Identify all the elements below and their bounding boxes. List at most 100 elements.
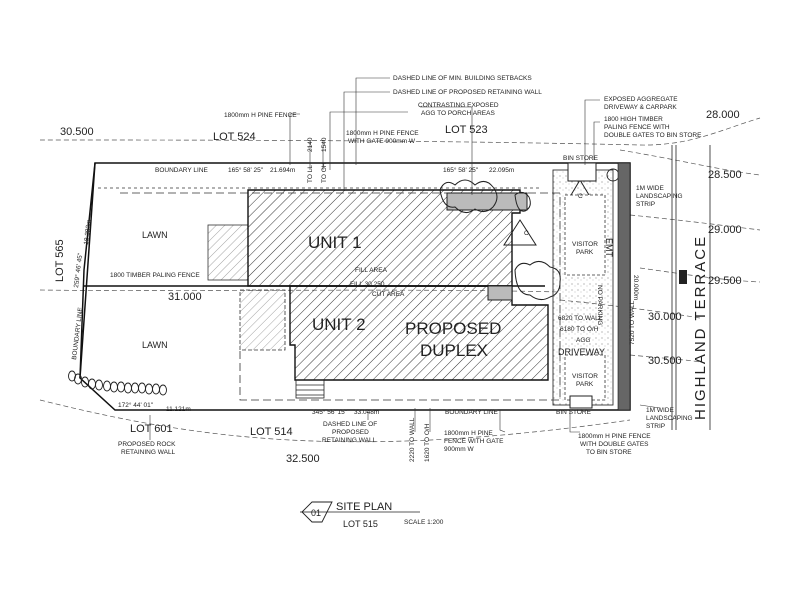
fill-level-label: FILL 30.250	[350, 281, 385, 288]
no-parking-label: NO PARKING	[596, 285, 603, 325]
wall-6820-label: 6820 TO WALL	[558, 315, 603, 322]
unit1-building	[247, 189, 521, 287]
pine-gate-b3: 900mm W	[444, 446, 474, 453]
duplex-label: DUPLEX	[420, 341, 488, 360]
dim-7520: 7520 TO WALL	[629, 300, 636, 345]
contour-31000: 31.000	[168, 291, 202, 303]
note-pine-gate-1: 1800mm H PINE FENCE	[346, 130, 419, 137]
rock-wall-1: PROPOSED ROCK	[118, 441, 176, 448]
contour-29500: 29.500	[708, 275, 742, 287]
note-timber-2: PALING FENCE WITH	[604, 124, 670, 131]
fill-area-label: FILL AREA	[355, 267, 388, 274]
pine-gate-b1: 1800mm H PINE	[444, 430, 493, 437]
rock-wall	[68, 370, 167, 396]
lot-565-label: LOT 565	[54, 239, 66, 282]
landscape-top-1: 1M WIDE	[636, 185, 664, 192]
dim-2220: 2220 TO WALL	[409, 417, 416, 462]
landscape-bottom-2: LANDSCAPING	[646, 415, 693, 422]
boundary-top-label: BOUNDARY LINE	[155, 167, 209, 174]
plan-scale: SCALE 1:200	[404, 519, 444, 526]
road-edges	[671, 145, 711, 430]
oh-6180-label: 6180 TO O/H	[560, 326, 599, 333]
bottom-wall-1: DASHED LINE OF	[323, 421, 377, 428]
lawn-lower-label: LAWN	[142, 340, 168, 350]
timber-fence-label: 1800 TIMBER PALING FENCE	[110, 272, 200, 279]
landscaping-strip	[617, 162, 631, 411]
lot-514-label: LOT 514	[250, 426, 293, 438]
pine-double-1: 1800mm H PINE FENCE	[578, 433, 651, 440]
road-pit	[679, 270, 687, 284]
landscape-top-3: STRIP	[636, 201, 655, 208]
boundary-bottom-label: BOUNDARY LINE	[445, 409, 499, 416]
plan-lot: LOT 515	[343, 519, 378, 529]
contour-28500: 28.500	[708, 169, 742, 181]
visitor-park-1-label: VISITOR	[572, 241, 598, 248]
dim-to-oh: TO OH	[321, 162, 328, 183]
lot-524-label: LOT 524	[213, 131, 256, 143]
note-setbacks: DASHED LINE OF MIN. BUILDING SETBACKS	[393, 75, 532, 82]
marker-c-2: C	[578, 193, 583, 200]
contour-28000: 28.000	[706, 109, 740, 121]
emt-label: EMT	[604, 238, 614, 258]
dim-1540: 1540	[321, 137, 328, 152]
note-contrast-2: AGG TO PORCH AREAS	[421, 110, 495, 117]
dim-to-ll: TO LL	[307, 165, 314, 183]
bin-store-bottom	[569, 395, 593, 409]
note-timber-1: 1800 HIGH TIMBER	[604, 116, 663, 123]
lot-523-label: LOT 523	[445, 124, 488, 136]
bearing-bottom: 345° 56' 15"	[312, 408, 348, 416]
pine-gate-b2: FENCE WITH GATE	[444, 438, 504, 445]
landscape-top-2: LANDSCAPING	[636, 193, 683, 200]
lot-601-label: LOT 601	[130, 423, 173, 435]
contour-32500: 32.500	[286, 453, 320, 465]
plan-title: SITE PLAN	[336, 501, 392, 513]
bottom-wall-2: PROPOSED	[332, 429, 369, 436]
dim-20000: 20.000m	[632, 275, 639, 300]
dist-left: 18.383m	[83, 219, 93, 245]
bin-store-top-label: BIN STORE	[563, 155, 599, 162]
contour-30000: 30.000	[648, 311, 682, 323]
agg-label: AGG	[576, 337, 590, 344]
pine-double-2: WITH DOUBLE GATES	[580, 441, 649, 448]
note-pine-gate-2: WITH GATE 900mm W	[348, 138, 416, 145]
note-exposed-2: DRIVEWAY & CARPARK	[604, 104, 677, 111]
unit2-porch	[487, 285, 513, 301]
driveway-label: DRIVEWAY	[558, 347, 605, 357]
bearing-bottom-left: 172° 44' 01"	[118, 401, 154, 409]
landscape-bottom-3: STRIP	[646, 423, 665, 430]
visitor-park-bottom	[564, 354, 606, 401]
bearing-top-2: 165° 58' 25"	[443, 166, 479, 174]
unit2-stairs	[295, 379, 325, 399]
note-pine-fence: 1800mm H PINE FENCE	[224, 112, 297, 119]
bin-store-bottom-label: BIN STORE	[556, 409, 592, 416]
landscape-bottom-1: 1M WIDE	[646, 407, 674, 414]
dist-top-2: 22.095m	[489, 167, 514, 174]
proposed-label: PROPOSED	[405, 319, 501, 338]
note-timber-3: DOUBLE GATES TO BIN STORE	[604, 132, 702, 139]
street-name: HIGHLAND TERRACE	[692, 235, 709, 420]
plan-number: 01	[311, 508, 321, 518]
contour-30500-left: 30.500	[60, 126, 94, 138]
unit1-deck	[207, 224, 249, 281]
visitor-park-top	[564, 194, 606, 276]
unit1-porch	[446, 192, 528, 211]
bin-store-top	[567, 162, 597, 182]
visitor-park-2-label: VISITOR	[572, 373, 598, 380]
bottom-wall-3: RETAINING WALL	[322, 437, 377, 444]
dist-top-1: 21.694m	[270, 167, 295, 174]
visitor-park-1b-label: PARK	[576, 249, 594, 256]
pine-double-3: TO BIN STORE	[586, 449, 632, 456]
unit1-label: UNIT 1	[308, 233, 362, 252]
marker-c-1: C	[524, 230, 529, 237]
visitor-park-2b-label: PARK	[576, 381, 594, 388]
dim-1620: 1620 TO O/H	[424, 423, 431, 462]
lawn-upper-label: LAWN	[142, 230, 168, 240]
contour-30500-right: 30.500	[648, 355, 682, 367]
dist-bottom: 33.048m	[354, 409, 379, 416]
note-contrast-1: CONTRASTING EXPOSED	[418, 102, 499, 109]
dist-bottom-left: 11.121m	[166, 406, 191, 413]
cut-area-label: CUT AREA	[372, 291, 405, 298]
rock-wall-2: RETAINING WALL	[121, 449, 176, 456]
contour-29000: 29.000	[708, 224, 742, 236]
leader-lines	[149, 77, 661, 440]
